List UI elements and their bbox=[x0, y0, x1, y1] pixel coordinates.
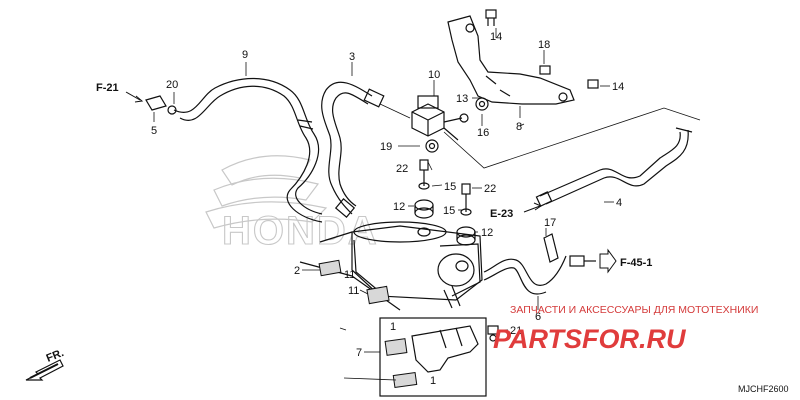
callout-20: 20 bbox=[166, 79, 178, 91]
callout-22a: 22 bbox=[396, 163, 408, 175]
callout-14b: 14 bbox=[612, 81, 624, 93]
ref-e23: E-23 bbox=[490, 208, 513, 220]
watermark-subtitle: ЗАПЧАСТИ И АКСЕССУАРЫ ДЛЯ МОТОТЕХНИКИ bbox=[510, 304, 758, 316]
callout-17: 17 bbox=[544, 217, 556, 229]
callout-12a: 12 bbox=[393, 201, 405, 213]
canister-2 bbox=[299, 221, 483, 311]
pad-1 bbox=[384, 338, 418, 389]
tube-6 bbox=[483, 255, 567, 295]
callout-5: 5 bbox=[151, 125, 157, 137]
callout-11a: 11 bbox=[344, 269, 355, 281]
bracket-8 bbox=[447, 15, 575, 105]
watermark-logo: PARTSFOR.RU bbox=[493, 324, 687, 354]
callout-6: 6 bbox=[535, 311, 541, 323]
callout-11b: 11 bbox=[348, 285, 359, 297]
callout-8: 8 bbox=[516, 121, 522, 133]
callout-9: 9 bbox=[242, 49, 248, 61]
callout-12b: 12 bbox=[481, 227, 493, 239]
fr-direction-arrow: FR. bbox=[25, 347, 66, 381]
callout-15a: 15 bbox=[444, 181, 456, 193]
partsfor-watermark: ЗАПЧАСТИ И АКСЕССУАРЫ ДЛЯ МОТОТЕХНИКИ PA… bbox=[493, 304, 758, 354]
ref-f21: F-21 bbox=[96, 82, 119, 94]
routing-lines bbox=[379, 103, 701, 169]
grommets-12-15 bbox=[414, 159, 476, 246]
callout-16: 16 bbox=[477, 127, 489, 139]
ref-arrows bbox=[125, 91, 617, 274]
bracket-7 bbox=[379, 317, 487, 397]
fasteners-upper bbox=[425, 9, 599, 153]
section-refs: F-21 E-23 F-45-1 bbox=[96, 82, 652, 269]
pad-11 bbox=[318, 259, 390, 305]
honda-watermark: HONDA bbox=[205, 155, 379, 254]
callout-19: 19 bbox=[380, 141, 392, 153]
joint-5 bbox=[145, 95, 177, 115]
tube-4 bbox=[535, 127, 693, 207]
tube-9 bbox=[173, 77, 323, 223]
callout-21: 21 bbox=[510, 325, 522, 337]
callout-7: 7 bbox=[356, 347, 362, 359]
callout-1b: 1 bbox=[430, 375, 436, 387]
callout-22b: 22 bbox=[484, 183, 496, 195]
callout-14a: 14 bbox=[490, 31, 502, 43]
clamp-17 bbox=[543, 233, 596, 267]
callout-4: 4 bbox=[616, 197, 622, 209]
callouts: 9 3 10 13 16 8 18 14 14 20 5 19 22 15 22… bbox=[151, 31, 624, 387]
tube-3 bbox=[321, 81, 385, 218]
callout-13: 13 bbox=[456, 93, 468, 105]
callout-2: 2 bbox=[294, 265, 300, 277]
callout-15b: 15 bbox=[443, 205, 455, 217]
ref-f451: F-45-1 bbox=[620, 257, 652, 269]
callout-1a: 1 bbox=[390, 321, 396, 333]
diagram-code: MJCHF2600 bbox=[738, 384, 789, 394]
callout-10: 10 bbox=[428, 69, 440, 81]
fr-label: FR. bbox=[45, 347, 66, 365]
callout-3: 3 bbox=[349, 51, 355, 63]
callout-18: 18 bbox=[538, 39, 550, 51]
solenoid-valve-10 bbox=[411, 95, 463, 141]
leader-lines bbox=[153, 28, 614, 381]
honda-wordmark: HONDA bbox=[222, 209, 379, 253]
